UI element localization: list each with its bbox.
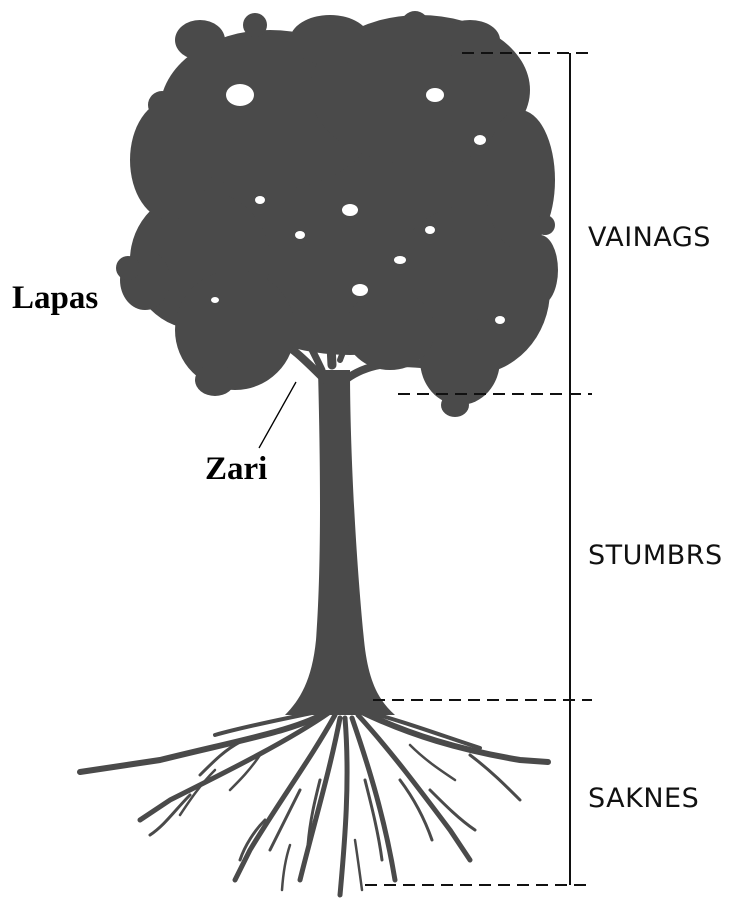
label-branches: Zari [205, 451, 267, 487]
tree-trunk [285, 370, 395, 715]
label-leaves: Lapas [12, 280, 98, 316]
branches-leader-line [259, 382, 296, 448]
label-roots: SAKNES [588, 783, 699, 814]
label-crown: VAINAGS [588, 222, 711, 253]
tree-roots [80, 710, 548, 895]
tree-crown [116, 11, 558, 417]
label-trunk: STUMBRS [588, 540, 723, 571]
